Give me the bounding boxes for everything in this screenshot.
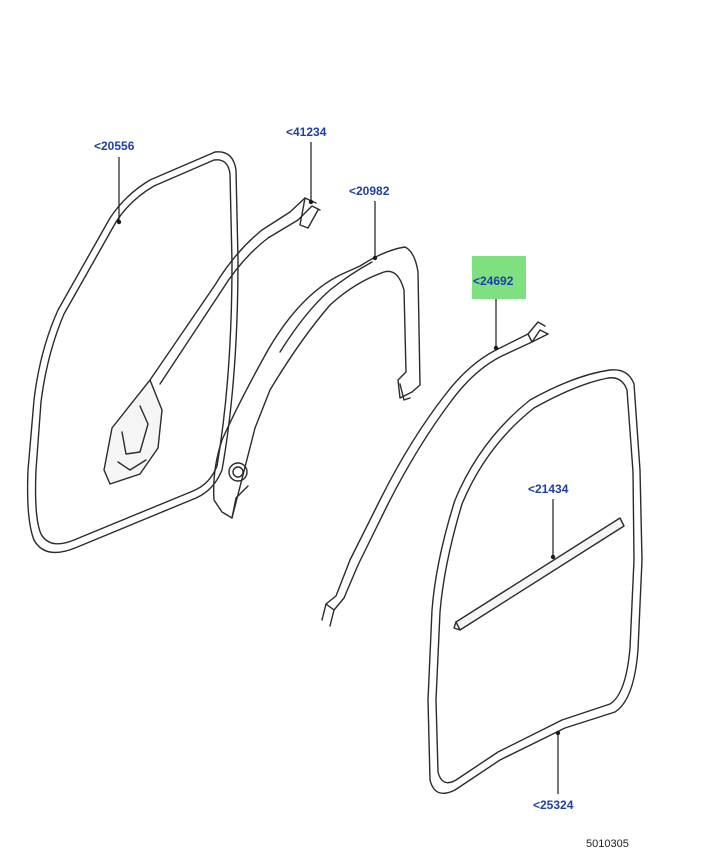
part-belt-weatherstrip[interactable]	[453, 517, 625, 631]
callout-label[interactable]: <20556	[94, 139, 135, 153]
part-door-opening-seal[interactable]	[26, 151, 239, 554]
reference-number: 5010305	[586, 838, 629, 850]
part-door-seal[interactable]	[427, 369, 643, 794]
part-a-pillar-trim[interactable]	[212, 246, 421, 519]
part-upper-frame-strip[interactable]	[103, 197, 321, 485]
callout-label[interactable]: <21434	[528, 482, 569, 496]
callout-label[interactable]: <41234	[286, 125, 327, 139]
callout-highlight	[472, 256, 526, 299]
callout-label[interactable]: <25324	[533, 798, 574, 812]
leader-lines	[116, 142, 561, 794]
callout-label[interactable]: <20982	[349, 184, 390, 198]
callout-label[interactable]: <24692	[473, 274, 514, 288]
part-frame-seal-strip[interactable]	[321, 321, 549, 627]
